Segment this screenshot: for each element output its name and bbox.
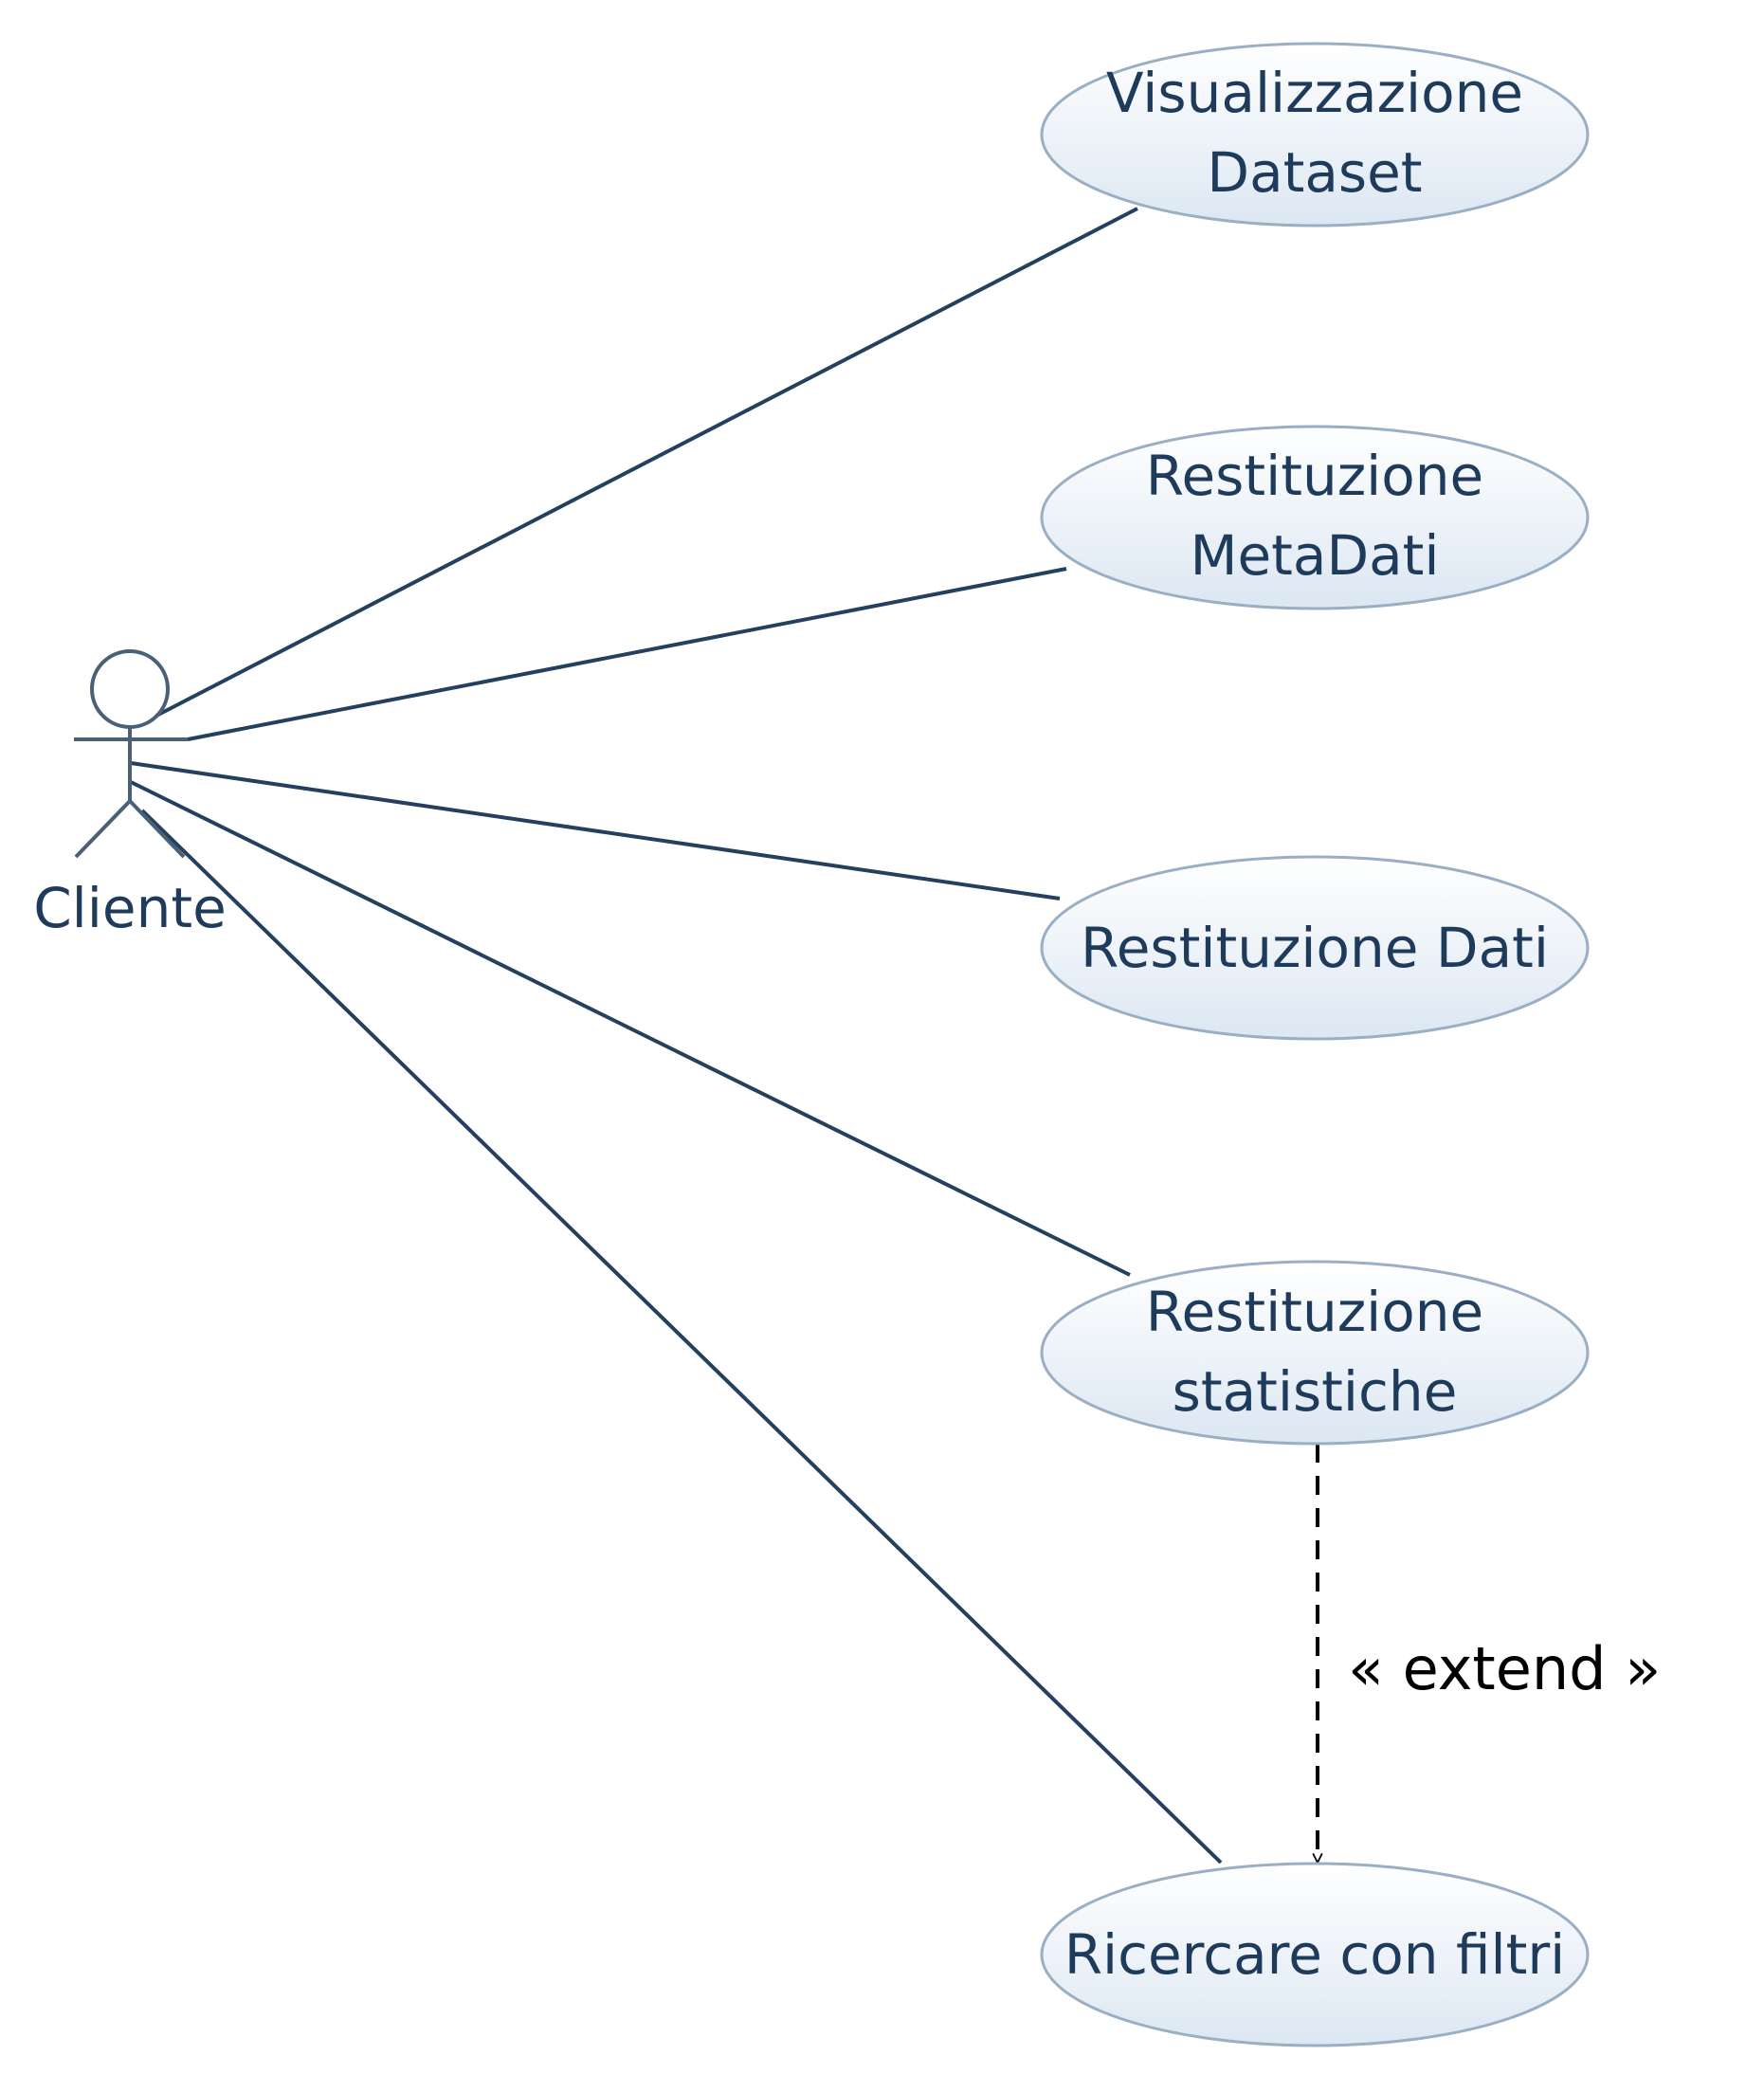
association-restituzione-statistiche [130,780,1131,1277]
association-restituzione-dati [130,761,1061,900]
usecase-restituzione-metadati-label-line1: Restituzione [1146,444,1483,508]
usecase-restituzione-statistiche[interactable]: Restituzione statistiche [1040,1260,1590,1446]
usecase-ricercare-con-filtri-shape [1040,1862,1590,2047]
usecase-visualizzazione-dataset-label-line1: Visualizzazione [1106,61,1523,125]
usecase-restituzione-metadati-label-line2: MetaDati [1190,523,1439,588]
usecase-restituzione-statistiche-label-line1: Restituzione [1146,1280,1483,1344]
usecase-restituzione-metadati[interactable]: Restituzione MetaDati [1040,425,1590,610]
usecase-ricercare-con-filtri[interactable]: Ricercare con filtri [1040,1862,1590,2047]
usecase-restituzione-metadati-shape [1040,425,1590,610]
actor-label: Cliente [33,876,227,940]
usecase-visualizzazione-dataset[interactable]: Visualizzazione Dataset [1040,42,1590,227]
actor-right-leg [128,799,186,859]
usecase-restituzione-statistiche-label-line2: statistiche [1173,1359,1458,1424]
association-visualizzazione-dataset [155,207,1138,718]
actor-cliente: Cliente [33,649,227,940]
actor-head-icon [90,649,170,729]
usecase-visualizzazione-dataset-shape [1040,42,1590,227]
actor-left-leg [74,799,132,859]
usecase-visualizzazione-dataset-label-line2: Dataset [1207,140,1422,205]
association-restituzione-metadati [187,567,1067,741]
usecase-restituzione-statistiche-shape [1040,1260,1590,1446]
usecase-ricercare-con-filtri-label: Ricercare con filtri [1064,1922,1566,1987]
extend-stereotype-label: « extend » [1348,1634,1661,1703]
usecase-restituzione-dati[interactable]: Restituzione Dati [1040,855,1590,1041]
usecase-restituzione-dati-label: Restituzione Dati [1081,916,1549,980]
association-ricercare-con-filtri [140,809,1223,1865]
usecase-restituzione-dati-shape [1040,855,1590,1041]
